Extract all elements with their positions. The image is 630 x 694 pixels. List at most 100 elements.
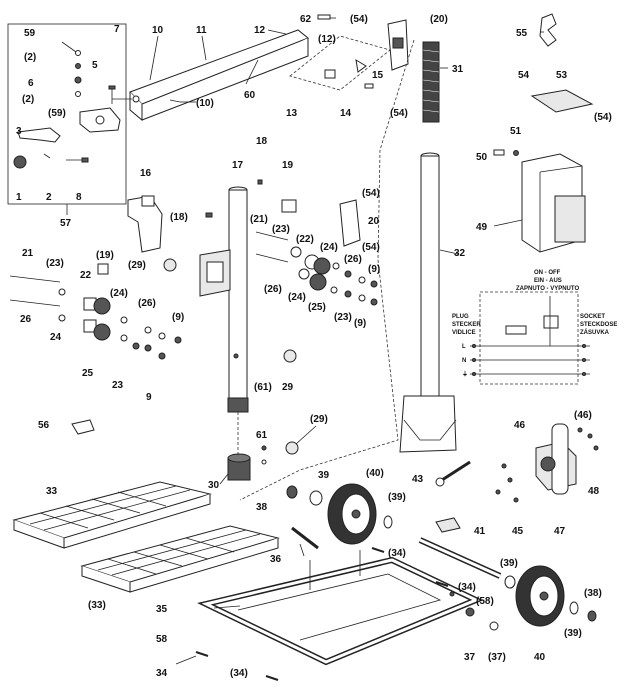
- callout: (39): [564, 628, 582, 639]
- leader-lines: [149, 17, 544, 665]
- callout: (20): [430, 14, 448, 25]
- callout: 47: [554, 526, 566, 537]
- grate-part-33: [12, 481, 212, 549]
- callout: 16: [140, 168, 152, 179]
- wire-label-earth: ⏚: [462, 371, 468, 378]
- callout: 34: [156, 668, 168, 679]
- callout: 61: [256, 430, 268, 441]
- foot-part-30: [227, 453, 251, 481]
- callout: 22: [80, 270, 92, 281]
- callout: 48: [588, 486, 600, 497]
- switch-part-47: [535, 423, 577, 495]
- callout: 59: [24, 28, 36, 39]
- callout: (54): [594, 112, 612, 123]
- callout: 37: [464, 652, 476, 663]
- callout: 5: [92, 60, 98, 71]
- callout: (9): [354, 318, 366, 329]
- kit-box-57: [7, 23, 127, 215]
- callout: 46: [514, 420, 526, 431]
- callout: (2): [24, 52, 36, 63]
- wheel-part-40: [515, 565, 565, 627]
- screw-part-50: [493, 149, 505, 156]
- switch-label-3: ZAPNUTO - VYPNUTO: [516, 286, 579, 292]
- callout: 33: [46, 486, 58, 497]
- callout: (9): [368, 264, 380, 275]
- callout: 32: [454, 248, 466, 259]
- callout: (9): [172, 312, 184, 323]
- callout: 40: [534, 652, 546, 663]
- callout: 23: [112, 380, 124, 391]
- callout: (34): [388, 548, 406, 559]
- callout: 17: [232, 160, 244, 171]
- pin-part-56: [71, 419, 95, 435]
- callout: (24): [110, 288, 128, 299]
- arm-part-11: [112, 29, 309, 122]
- callout: 58: [156, 634, 168, 645]
- knob-part-29-lower: [285, 441, 299, 455]
- plug-label-3: VIDLICE: [452, 330, 476, 336]
- wheel-part-40-upper: [327, 483, 377, 545]
- plug-label-2: STECKER: [452, 322, 481, 328]
- callout: (58): [476, 596, 494, 607]
- plug-label-1: PLUG: [452, 314, 469, 320]
- callout: 6: [28, 78, 34, 89]
- wire-label-L: L: [462, 344, 466, 350]
- callout: (38): [584, 588, 602, 599]
- clamp-plate-part-20: [339, 199, 361, 247]
- callout: (22): [296, 234, 314, 245]
- callout: (39): [388, 492, 406, 503]
- grate-part-33b: [80, 525, 280, 593]
- callout: (29): [128, 260, 146, 271]
- callout: (23): [334, 312, 352, 323]
- callout: 30: [208, 480, 220, 491]
- callout: 45: [512, 526, 524, 537]
- screw-part-62: [317, 14, 331, 20]
- callout: 21: [22, 248, 34, 259]
- switch-label-1: ON - OFF: [534, 270, 561, 276]
- spring-part-14: [355, 59, 367, 73]
- callout: 39: [318, 470, 330, 481]
- knob-part-1: [13, 155, 27, 169]
- callout: 41: [474, 526, 486, 537]
- callout: 9: [146, 392, 152, 403]
- callout: 26: [20, 314, 32, 325]
- wiring-diagram: [470, 291, 590, 385]
- callout: (46): [574, 410, 592, 421]
- dashed-leader-line: [239, 39, 415, 501]
- column-part-32: [399, 152, 457, 453]
- switch-label-2: EIN - AUS: [534, 278, 562, 284]
- callout: (26): [344, 254, 362, 265]
- callout: 7: [114, 24, 120, 35]
- callout: (59): [48, 108, 66, 119]
- switch-box-part-49: [521, 153, 586, 253]
- callout: (39): [500, 558, 518, 569]
- callout: (25): [308, 302, 326, 313]
- callout: (40): [366, 468, 384, 479]
- callout: 49: [476, 222, 488, 233]
- column-part-17: [199, 186, 249, 413]
- callout: 51: [510, 126, 522, 137]
- callout: 53: [556, 70, 568, 81]
- roller-set-left: [9, 263, 182, 360]
- callout: (54): [390, 108, 408, 119]
- callout: (21): [250, 214, 268, 225]
- callout: 54: [518, 70, 530, 81]
- clip-part-19: [281, 199, 297, 213]
- callout: (26): [264, 284, 282, 295]
- callout: 31: [452, 64, 464, 75]
- knob-part-29-upper: [163, 258, 177, 272]
- socket-label-1: SOCKET: [580, 314, 605, 320]
- hook-part-55: [539, 13, 557, 47]
- callout: 55: [516, 28, 528, 39]
- callout: (23): [46, 258, 64, 269]
- plate-part-53: [530, 89, 594, 113]
- callout: (37): [488, 652, 506, 663]
- wiring-labels: ON - OFF EIN - AUS ZAPNUTO - VYPNUTO PLU…: [452, 270, 617, 378]
- socket-label-3: ZÁSUVKA: [580, 329, 610, 336]
- callout: 62: [300, 14, 312, 25]
- callout: 19: [282, 160, 294, 171]
- base-frame-part-35: [197, 550, 484, 666]
- pin-part-15: [364, 83, 374, 89]
- callout: 60: [244, 90, 256, 101]
